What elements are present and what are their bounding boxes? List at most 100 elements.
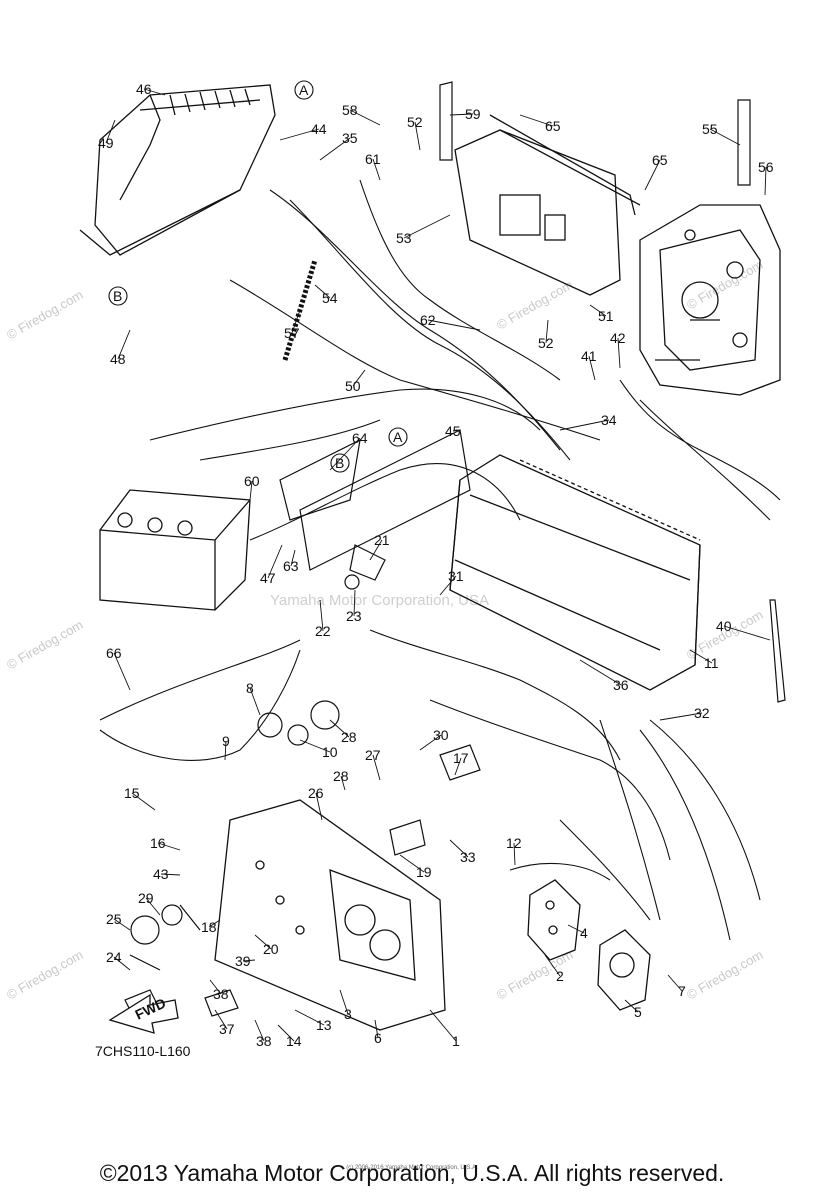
part-number-27-26: 27 [365, 747, 381, 763]
leader-line-15-14 [131, 792, 156, 811]
leader-line-36-36 [579, 659, 622, 686]
watermark-center: Yamaha Motor Corporation, USA [270, 592, 489, 609]
leader-line-35-35 [319, 137, 351, 161]
leader-line-24-23 [113, 956, 131, 971]
leader-line-42-43 [617, 337, 621, 369]
part-number-7-6: 7 [678, 983, 686, 999]
leader-line-2-1 [544, 954, 561, 977]
leader-line-19-18 [399, 854, 425, 873]
part-number-29-29: 29 [138, 890, 154, 906]
leader-line-7-6 [667, 974, 683, 992]
leader-line-28-27 [329, 719, 350, 738]
fwd-arrow: FWD [108, 993, 179, 1034]
part-number-6-5: 6 [374, 1030, 382, 1046]
part-number-63-65: 63 [283, 558, 299, 574]
part-number-24-23: 24 [106, 949, 122, 965]
leader-line-56-58 [764, 166, 767, 196]
ref-a-top: A [299, 82, 309, 98]
part-number-26-25: 26 [308, 785, 324, 801]
leader-line-52-53 [414, 121, 421, 151]
engine-block [639, 204, 781, 396]
leader-line-62-64 [427, 319, 481, 331]
part-number-35-35: 35 [342, 130, 358, 146]
leader-line-18-17 [208, 919, 221, 928]
part-number-53-55: 53 [396, 230, 412, 246]
leader-line-63-65 [290, 549, 296, 567]
leader-line-29-29 [145, 897, 161, 916]
leader-line-22-21 [319, 599, 324, 632]
leader-line-8-7 [249, 687, 261, 716]
leader-line-54-56 [314, 284, 331, 299]
watermark-firedog-0: © Firedog.com [4, 287, 86, 343]
part-number-18-17: 18 [201, 919, 217, 935]
diagram-code: 7CHS110-L160 [95, 1043, 191, 1059]
part-number-22-21: 22 [315, 623, 331, 639]
leader-line-61-63 [372, 158, 381, 181]
watermark-firedog-7: © Firedog.com [684, 947, 766, 1003]
part-number-28-28: 28 [333, 768, 349, 784]
leader-line-13-12 [294, 1009, 325, 1026]
part-number-42-43: 42 [610, 330, 626, 346]
part-number-34-34: 34 [601, 412, 617, 428]
leader-line-38-38 [254, 1019, 265, 1042]
part-number-59-61: 59 [465, 106, 481, 122]
leader-line-37-37 [214, 1009, 228, 1030]
leader-line-58-60 [349, 109, 381, 126]
leader-line-27-26 [372, 754, 381, 781]
leader-line-6-5 [374, 1019, 379, 1039]
part-number-48-49: 48 [110, 351, 126, 367]
leader-line-57-59 [291, 309, 301, 334]
part-number-61-63: 61 [365, 151, 381, 167]
leader-line-32-32 [659, 712, 703, 721]
part-number-36-36: 36 [613, 677, 629, 693]
leader-line-23-22 [353, 589, 356, 617]
part-number-17-16: 17 [453, 750, 469, 766]
leader-line-50-51 [352, 369, 366, 387]
leader-line-14-13 [277, 1024, 295, 1042]
part-number-38-39: 38 [213, 986, 229, 1002]
leader-line-26-25 [315, 792, 323, 821]
leader-line-9-8 [224, 740, 227, 761]
leader-line-28-28 [340, 775, 346, 791]
part-number-49-50: 49 [98, 135, 114, 151]
leader-line-66-69 [113, 652, 131, 691]
part-number-9-8: 9 [222, 733, 230, 749]
part-number-47-48: 47 [260, 570, 276, 586]
part-number-4-3: 4 [580, 925, 588, 941]
leader-line-64-66 [329, 437, 361, 471]
part-number-57-59: 57 [284, 325, 300, 341]
leader-line-39-40 [242, 959, 256, 962]
leader-line-25-24 [113, 918, 131, 931]
part-number-5-4: 5 [634, 1004, 642, 1020]
watermark-firedog-1: © Firedog.com [4, 617, 86, 673]
part-number-3-2: 3 [344, 1006, 352, 1022]
leader-line-30-30 [419, 734, 442, 751]
leader-line-21-20 [369, 539, 383, 561]
watermark-firedog-3: © Firedog.com [494, 277, 576, 333]
leader-line-34-34 [559, 419, 610, 431]
part-number-20-19: 20 [263, 941, 279, 957]
wiring-harness [99, 179, 781, 941]
frame [449, 454, 701, 691]
leader-line-55-57 [709, 128, 741, 146]
leader-line-52-54 [545, 319, 549, 344]
part-number-11-10: 11 [704, 655, 719, 671]
control-box [79, 84, 276, 256]
part-number-52-53: 52 [407, 114, 423, 130]
part-number-8-7: 8 [246, 680, 254, 696]
part-number-51-52: 51 [598, 308, 614, 324]
part-number-56-58: 56 [758, 159, 774, 175]
ref-circles [108, 80, 408, 473]
leader-line-49-50 [105, 119, 116, 144]
leader-line-40-41 [723, 625, 771, 641]
part-number-45-46: 45 [445, 423, 461, 439]
fine-print: (c) 2006-2016 Yamaha Motor Corporation, … [346, 1165, 478, 1171]
part-number-66-69: 66 [106, 645, 122, 661]
part-number-12-11: 12 [506, 835, 522, 851]
part-number-65-68: 65 [652, 152, 668, 168]
part-number-38-38: 38 [256, 1033, 272, 1049]
leader-line-59-61 [449, 113, 474, 116]
battery [99, 489, 251, 611]
part-number-43-44: 43 [153, 866, 169, 882]
